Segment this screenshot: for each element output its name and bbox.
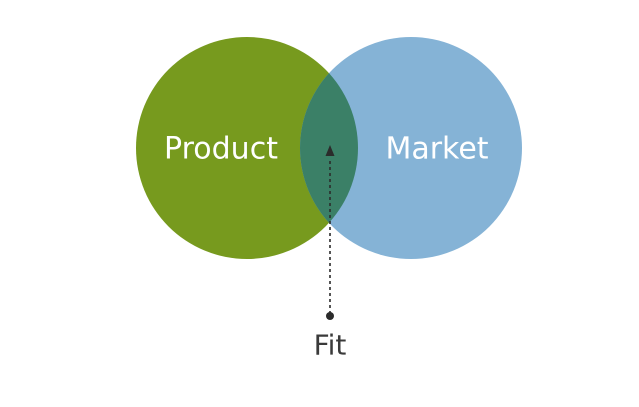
fit-pointer-arrowhead	[325, 145, 335, 156]
product-label: Product	[164, 132, 278, 167]
fit-pointer-dot	[326, 312, 334, 320]
market-circle	[300, 37, 522, 259]
fit-label: Fit	[314, 329, 347, 362]
product-circle	[136, 37, 358, 259]
market-label: Market	[385, 132, 488, 167]
